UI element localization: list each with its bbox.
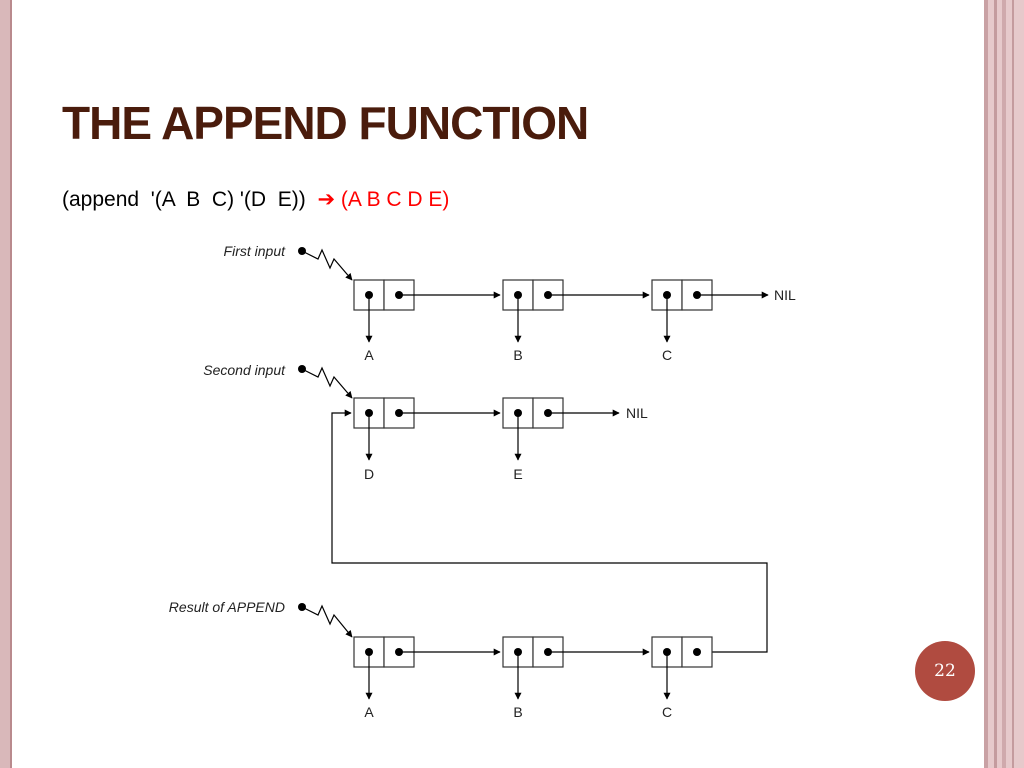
second-input-pointer: [298, 365, 353, 399]
left-border: [0, 0, 10, 768]
append-expression: (append '(A B C) '(D E)): [62, 188, 306, 211]
result-arrow-icon: ➔: [317, 188, 336, 211]
first-atom-a: A: [364, 347, 374, 363]
page-number-badge: 22: [915, 641, 975, 701]
append-result: (A B C D E): [340, 188, 450, 211]
result-atom-b: B: [513, 704, 522, 720]
second-atom-e: E: [513, 466, 522, 482]
result-atom-a: A: [364, 704, 374, 720]
result-atom-c: C: [662, 704, 672, 720]
first-input-label: First input: [224, 243, 287, 259]
append-expression-line: (append '(A B C) '(D E)) ➔ (A B C D E): [62, 187, 449, 212]
result-label: Result of APPEND: [169, 599, 285, 615]
second-nil-label: NIL: [626, 405, 648, 421]
right-border: [984, 0, 1024, 768]
second-input-label: Second input: [203, 362, 286, 378]
first-atom-b: B: [513, 347, 522, 363]
left-border-line: [10, 0, 12, 768]
second-atom-d: D: [364, 466, 374, 482]
shared-tail-connector: [331, 409, 768, 653]
result-pointer: [298, 603, 353, 638]
first-atom-c: C: [662, 347, 672, 363]
first-input-pointer: [298, 247, 353, 281]
result-cons-cell-c: [651, 636, 713, 668]
slide-title: THE APPEND FUNCTION: [62, 97, 589, 149]
first-nil-label: NIL: [774, 287, 796, 303]
